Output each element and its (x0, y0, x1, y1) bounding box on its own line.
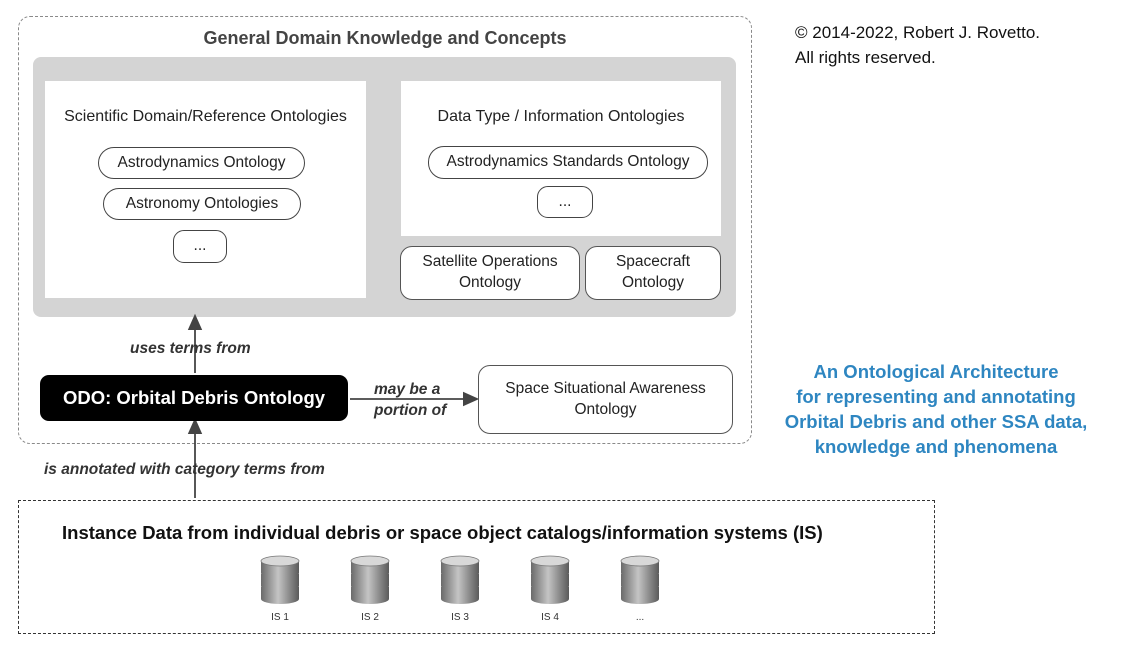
ssa-ontology-node: Space Situational Awareness Ontology (478, 365, 733, 434)
odo-node: ODO: Orbital Debris Ontology (40, 375, 348, 421)
may-be-portion-label: may be a portion of (374, 381, 447, 419)
is-label: IS 4 (541, 612, 559, 623)
annotated-label: is annotated with category terms from (44, 461, 325, 478)
caption-line-1: An Ontological Architecture (813, 361, 1059, 382)
instance-data-container (18, 500, 935, 634)
scientific-ontologies-title: Scientific Domain/Reference Ontologies (64, 108, 347, 125)
satellite-operations-ontology-node: Satellite Operations Ontology (400, 246, 580, 300)
database-icon (350, 555, 390, 604)
spacecraft-ontology-node: Spacecraft Ontology (585, 246, 721, 300)
copyright-line-1: © 2014-2022, Robert J. Rovetto. (795, 23, 1040, 42)
is-label: IS 2 (361, 612, 379, 623)
copyright-line-2: All rights reserved. (795, 47, 936, 67)
is-label: IS 3 (451, 612, 469, 623)
astrodynamics-ontology-node: Astrodynamics Ontology (98, 147, 305, 179)
caption-line-3: Orbital Debris and other SSA data, (784, 410, 1088, 432)
caption-line-2: for representing and annotating (796, 385, 1076, 407)
scientific-more-node: ... (173, 230, 227, 263)
database-icon (530, 555, 570, 604)
general-domain-container (18, 16, 752, 444)
caption-line-4: knowledge and phenomena (814, 435, 1058, 457)
is-label: IS 1 (271, 612, 289, 623)
database-icon (260, 555, 300, 604)
copyright-notice: © 2014-2022, Robert J. Rovetto. All righ… (795, 21, 1040, 70)
astrodynamics-standards-ontology-node: Astrodynamics Standards Ontology (428, 146, 708, 179)
data-type-more-node: ... (537, 186, 593, 218)
astronomy-ontologies-node: Astronomy Ontologies (103, 188, 301, 220)
database-icon (620, 555, 660, 604)
database-icon (440, 555, 480, 604)
is-label: ... (635, 612, 645, 623)
uses-terms-label: uses terms from (130, 340, 251, 357)
instance-data-title: Instance Data from individual debris or … (62, 522, 823, 543)
data-type-ontologies-title: Data Type / Information Ontologies (437, 108, 685, 125)
general-domain-title: General Domain Knowledge and Concepts (203, 28, 567, 48)
architecture-caption: An Ontological Architecture for represen… (762, 360, 1110, 460)
